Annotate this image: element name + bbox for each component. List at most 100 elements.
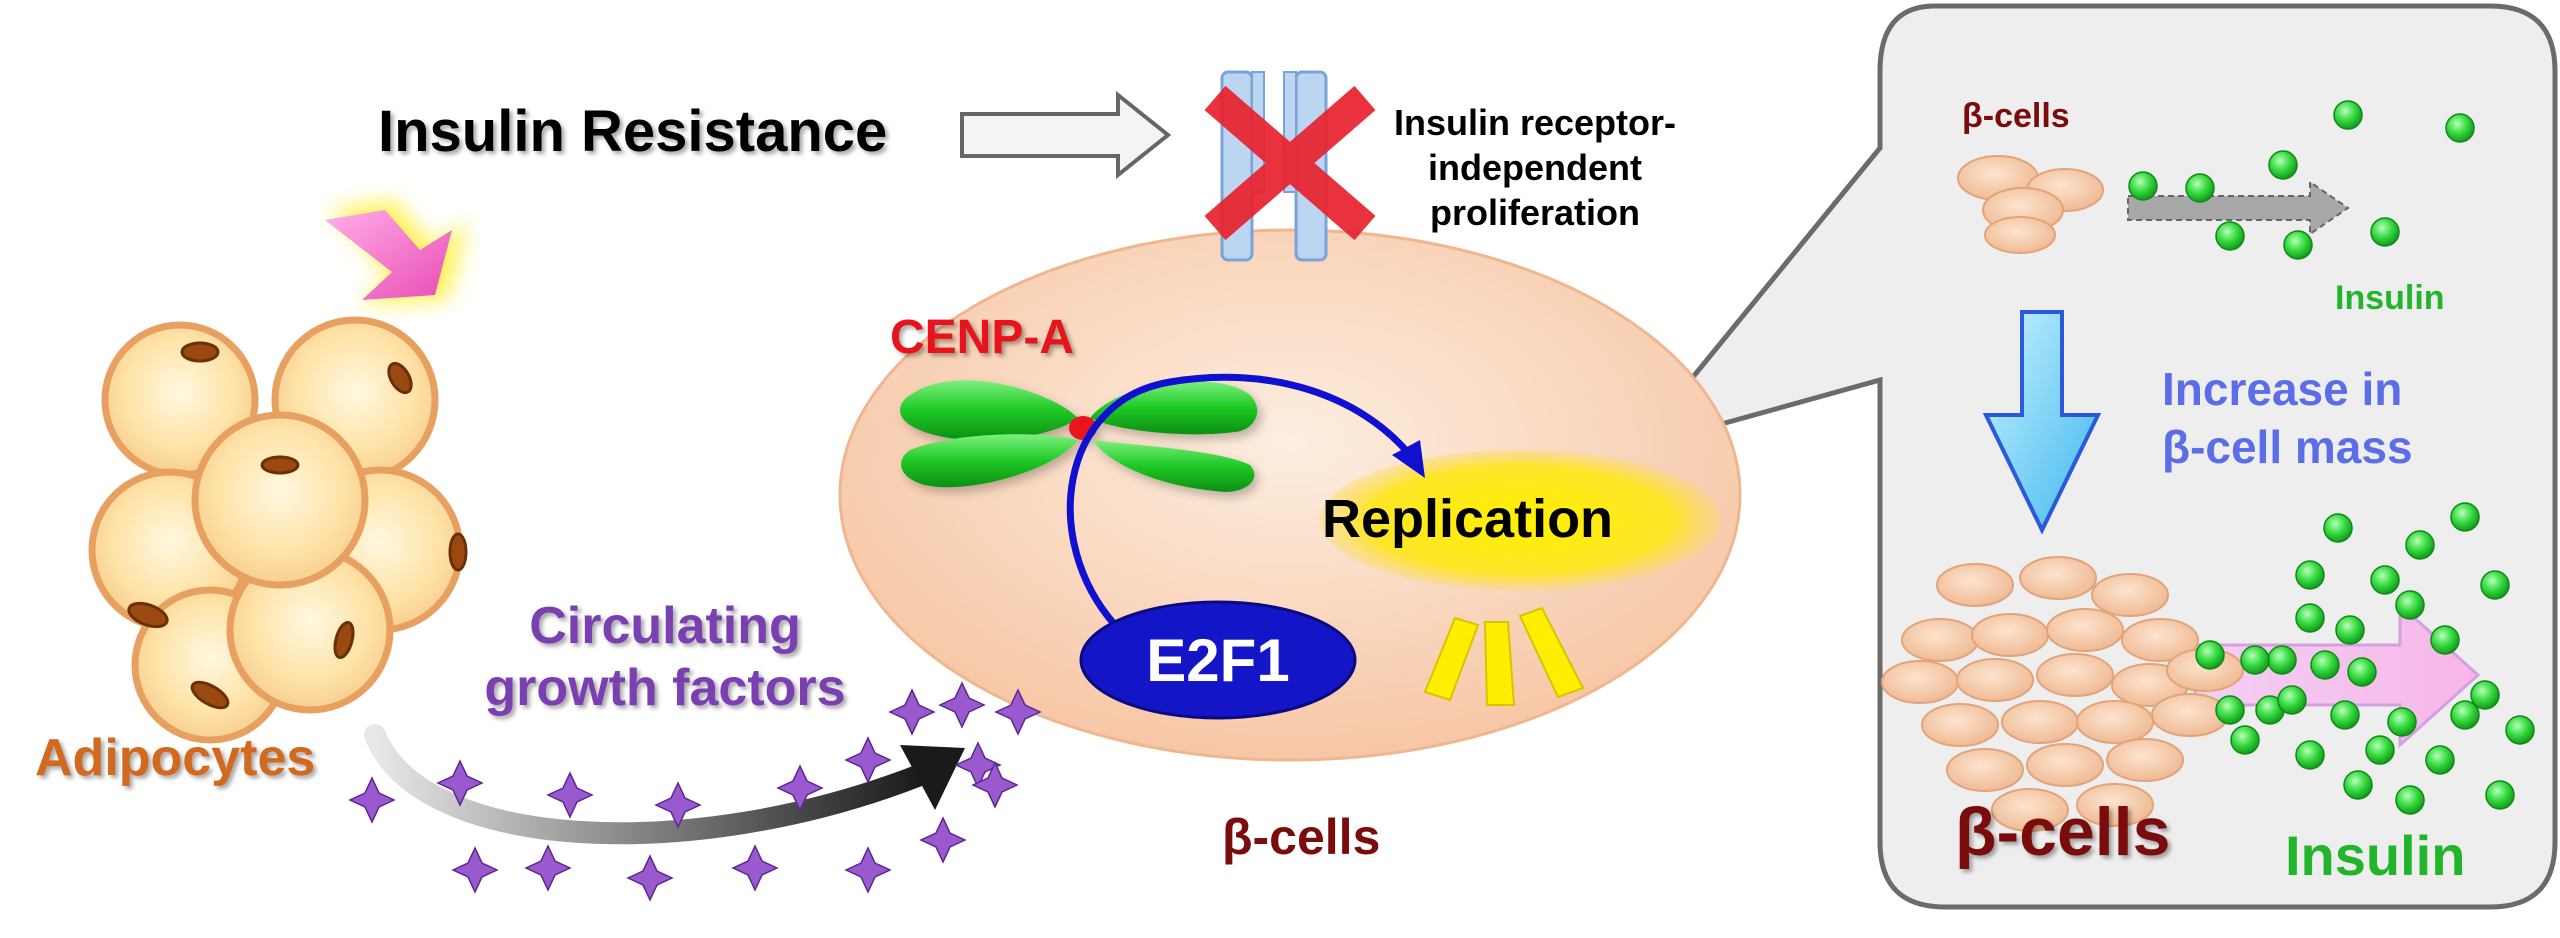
growth-factor-star	[436, 759, 484, 807]
beta-cell	[1901, 618, 1979, 662]
growth-factor-star	[994, 688, 1042, 736]
adipocyte-nuclei	[127, 341, 468, 710]
insulin-granule	[2395, 785, 2425, 815]
insulin-granule	[2450, 502, 2480, 532]
large-beta-cell-cluster	[1881, 556, 2244, 832]
mass-increase-line2: β-cell mass	[2162, 421, 2413, 474]
growth-factor-star	[938, 681, 986, 729]
beta-cell	[2036, 653, 2114, 697]
growth-factor-star	[348, 776, 396, 824]
growth-factor-star	[971, 761, 1019, 809]
e2f1-activation-arrow	[1066, 373, 1413, 628]
insulin-granules	[2128, 100, 2535, 815]
beta-cell	[1956, 658, 2034, 702]
resistance-arrow	[960, 90, 1172, 180]
insulin-granule	[2310, 650, 2340, 680]
e2f1-oval	[1079, 600, 1357, 720]
growth-factor-arrowhead	[900, 745, 965, 810]
insulin-granule	[2267, 645, 2297, 675]
beta-cell	[2091, 573, 2169, 617]
growth-factor-star	[546, 771, 594, 819]
insulin-granule	[2445, 113, 2475, 143]
growth-factor-arrow	[364, 724, 931, 845]
insulin-granule	[2283, 230, 2313, 260]
insulin-granule	[2430, 625, 2460, 655]
insulin-granule	[2215, 695, 2245, 725]
beta-cells-large-label: β-cells	[1955, 794, 2171, 870]
growth-factor-star	[626, 854, 674, 902]
growth-factor-star	[654, 781, 702, 829]
beta-cell	[2121, 618, 2199, 662]
insulin-granule	[2268, 150, 2298, 180]
insulin-granule	[2330, 700, 2360, 730]
beta-cell	[2046, 608, 2124, 652]
growth-factors-line1: Circulating	[529, 597, 801, 655]
pink-arrow	[325, 200, 468, 305]
insulin-small-label: Insulin	[2335, 279, 2445, 317]
insulin-granule	[2405, 530, 2435, 560]
beta-cell	[1881, 660, 1959, 704]
e2f1-label: E2F1	[1146, 627, 1290, 694]
beta-cell	[2106, 738, 2184, 782]
growth-factor-star	[844, 846, 892, 894]
beta-cell	[2019, 556, 2097, 600]
insulin-granule	[2450, 700, 2480, 730]
adipocyte-cluster	[88, 316, 464, 744]
e2f1-arrowhead	[1392, 440, 1425, 478]
secretion-arrow-small	[2127, 180, 2350, 236]
adipocytes-label: Adipocytes	[35, 729, 316, 787]
replication-rays	[1423, 606, 1585, 706]
beta-cell-body	[838, 228, 1742, 762]
mass-increase-label: Increase in β-cell mass	[2162, 360, 2413, 477]
insulin-granule	[2347, 657, 2377, 687]
beta-cell	[2026, 743, 2104, 787]
insulin-granule	[2323, 513, 2353, 543]
growth-factor-star	[451, 846, 499, 894]
beta-cell	[2076, 700, 2154, 744]
beta-cell	[1946, 748, 2024, 792]
insulin-granule	[2470, 680, 2500, 710]
cenpa-label: CENP-A	[890, 311, 1075, 364]
insulin-granule	[2425, 745, 2455, 775]
growth-factors-label: Circulating growth factors	[440, 595, 890, 720]
beta-cells-center-label: β-cells	[1222, 809, 1381, 865]
insulin-granule	[2387, 707, 2417, 737]
insulin-granule	[2195, 640, 2225, 670]
insulin-granule	[2295, 740, 2325, 770]
growth-factor-star	[888, 688, 936, 736]
receptor-label-line2: independent	[1428, 147, 1642, 188]
insulin-granule	[2295, 603, 2325, 633]
insulin-granule	[2370, 565, 2400, 595]
beta-cell	[1991, 788, 2069, 832]
insulin-granule	[2370, 217, 2400, 247]
receptor-label-line1: Insulin receptor-	[1393, 102, 1677, 143]
insulin-granule	[2365, 735, 2395, 765]
insulin-resistance-label: Insulin Resistance	[378, 99, 888, 164]
beta-cell	[1971, 613, 2049, 657]
insulin-granule	[2505, 715, 2535, 745]
insulin-granule	[2335, 615, 2365, 645]
small-beta-cell-cluster	[1957, 155, 2104, 254]
growth-factor-star	[844, 736, 892, 784]
insulin-granule	[2295, 560, 2325, 590]
growth-factor-star	[919, 816, 967, 864]
insulin-granule	[2185, 173, 2215, 203]
replication-label: Replication	[1322, 489, 1614, 549]
beta-cell	[2001, 700, 2079, 744]
insulin-granule	[2277, 685, 2307, 715]
receptor-label: Insulin receptor- independent proliferat…	[1375, 100, 1695, 235]
insulin-granule	[2480, 570, 2510, 600]
insulin-granule	[2215, 221, 2245, 251]
insulin-large-label: Insulin	[2285, 824, 2466, 887]
insulin-granule	[2395, 590, 2425, 620]
chromosome-icon	[900, 380, 1258, 492]
beta-cell	[2076, 783, 2154, 827]
growth-factors-line2: growth factors	[484, 659, 846, 718]
beta-cells-small-label: β-cells	[1962, 97, 2070, 135]
growth-factor-stars	[348, 681, 1042, 902]
mass-increase-arrow	[1982, 310, 2102, 535]
insulin-granule	[2240, 645, 2270, 675]
red-x-icon	[1204, 85, 1376, 241]
insulin-granule	[2230, 725, 2260, 755]
